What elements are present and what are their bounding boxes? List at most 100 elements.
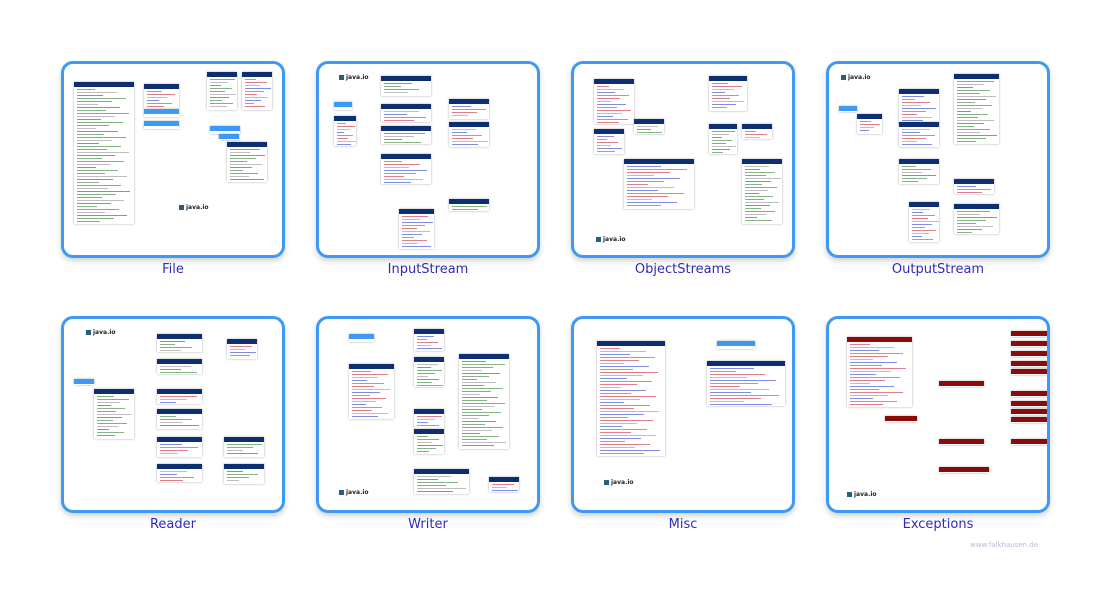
- class-box: [1011, 331, 1047, 337]
- class-box: [334, 102, 352, 110]
- class-box: [1011, 351, 1047, 357]
- class-box: [1011, 401, 1047, 407]
- diagram-thumbnail: java.io: [574, 319, 792, 510]
- package-label: java.io: [179, 204, 209, 211]
- diagram-card-label[interactable]: Writer: [408, 517, 448, 532]
- diagram-card-misc[interactable]: java.io: [571, 316, 795, 513]
- diagram-thumbnail: java.io: [319, 319, 537, 510]
- class-box: [157, 437, 202, 457]
- class-box: [839, 106, 857, 112]
- diagram-card-exceptions[interactable]: java.io: [826, 316, 1050, 513]
- class-box: [909, 202, 939, 242]
- diagram-card-writer[interactable]: java.io: [316, 316, 540, 513]
- class-box: [349, 364, 394, 419]
- class-box: [219, 134, 239, 140]
- diagram-card-inputstream[interactable]: java.io: [316, 61, 540, 258]
- class-box: [414, 469, 469, 494]
- diagram-card-label[interactable]: Reader: [149, 517, 196, 532]
- class-box: [381, 154, 431, 184]
- diagram-card-label[interactable]: InputStream: [387, 262, 469, 277]
- class-box: [885, 416, 917, 422]
- class-box: [414, 429, 444, 454]
- diagram-card-outputstream[interactable]: java.io: [826, 61, 1050, 258]
- class-box: [1011, 391, 1047, 397]
- package-label: java.io: [847, 491, 877, 498]
- package-label: java.io: [841, 74, 871, 81]
- class-box: [594, 129, 624, 154]
- class-box: [157, 389, 202, 404]
- diagram-thumbnail: java.io: [64, 319, 282, 510]
- class-box: [414, 357, 444, 387]
- class-box: [94, 389, 134, 439]
- class-box: [939, 467, 989, 473]
- class-box: [414, 409, 444, 429]
- class-box: [449, 122, 489, 147]
- diagram-card-label[interactable]: OutputStream: [891, 262, 985, 277]
- class-box: [899, 89, 939, 124]
- class-box: [954, 74, 999, 144]
- diagram-thumbnail: java.io: [64, 64, 282, 255]
- diagram-card-label[interactable]: ObjectStreams: [634, 262, 732, 277]
- class-box: [717, 341, 755, 349]
- diagram-card-label[interactable]: Exceptions: [902, 517, 974, 532]
- class-box: [939, 381, 984, 387]
- class-box: [459, 354, 509, 449]
- class-box: [954, 179, 994, 194]
- diagram-card-label[interactable]: File: [162, 262, 184, 277]
- class-box: [847, 337, 912, 407]
- class-box: [399, 209, 434, 249]
- class-box: [157, 409, 202, 429]
- class-box: [594, 79, 634, 124]
- package-label: java.io: [339, 489, 369, 496]
- class-box: [899, 159, 939, 184]
- class-box: [227, 339, 257, 359]
- class-box: [144, 109, 179, 117]
- class-box: [1011, 439, 1047, 445]
- package-label: java.io: [86, 329, 116, 336]
- class-box: [224, 437, 264, 457]
- class-box: [414, 329, 444, 351]
- class-box: [954, 204, 999, 234]
- class-box: [709, 124, 737, 154]
- class-box: [742, 124, 772, 139]
- class-box: [74, 82, 134, 224]
- class-box: [381, 104, 431, 122]
- class-box: [449, 199, 489, 211]
- class-box: [381, 76, 431, 96]
- class-box: [489, 477, 519, 492]
- diagram-card-reader[interactable]: java.io: [61, 316, 285, 513]
- class-box: [597, 341, 665, 456]
- class-box: [157, 334, 202, 352]
- class-box: [1011, 361, 1047, 367]
- class-box: [742, 159, 782, 224]
- class-box: [144, 84, 179, 109]
- diagram-thumbnail: java.io: [829, 64, 1047, 255]
- class-box: [227, 142, 267, 182]
- class-box: [939, 439, 984, 445]
- class-box: [144, 121, 179, 129]
- diagram-card-objectstreams[interactable]: java.io: [571, 61, 795, 258]
- class-box: [857, 114, 882, 134]
- diagram-card-file[interactable]: java.io: [61, 61, 285, 258]
- class-box: [1011, 369, 1047, 375]
- class-box: [707, 361, 785, 406]
- class-box: [210, 126, 240, 134]
- class-box: [224, 464, 264, 484]
- package-label: java.io: [596, 236, 626, 243]
- footer-link[interactable]: www.falkhausen.de: [970, 541, 1039, 549]
- class-box: [242, 72, 272, 110]
- diagram-thumbnail: java.io: [574, 64, 792, 255]
- class-box: [624, 159, 694, 209]
- class-box: [207, 72, 237, 110]
- class-box: [381, 126, 431, 144]
- class-box: [74, 379, 94, 385]
- class-box: [334, 116, 356, 146]
- diagram-thumbnail: java.io: [829, 319, 1047, 510]
- diagram-card-label[interactable]: Misc: [668, 517, 698, 532]
- class-box: [634, 119, 664, 134]
- class-box: [1011, 409, 1047, 415]
- class-box: [1011, 417, 1047, 423]
- class-box: [449, 99, 489, 119]
- package-label: java.io: [339, 74, 369, 81]
- class-box: [157, 359, 202, 374]
